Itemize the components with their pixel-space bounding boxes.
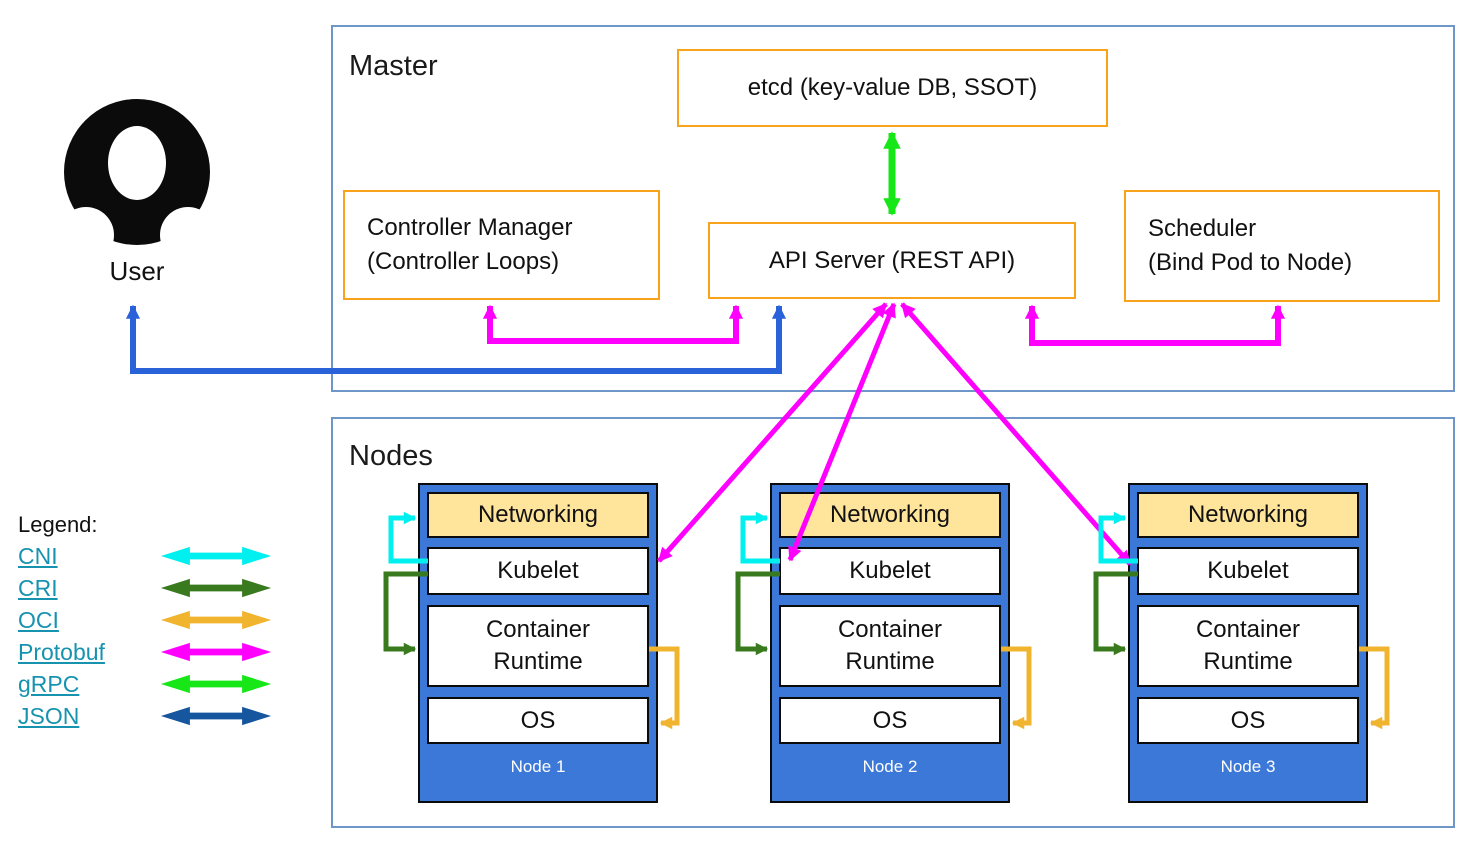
controller-manager-label-line2: (Controller Loops) bbox=[367, 248, 560, 275]
kubelet-layer: Kubelet bbox=[427, 547, 649, 595]
legend-arrow-cri bbox=[160, 578, 272, 598]
os-label: OS bbox=[1230, 706, 1266, 734]
os-layer: OS bbox=[779, 697, 1001, 744]
legend-arrow-protobuf bbox=[160, 642, 272, 662]
os-layer: OS bbox=[427, 697, 649, 744]
legend-link-protobuf[interactable]: Protobuf bbox=[18, 639, 105, 665]
node-name: Node 3 bbox=[1220, 757, 1276, 776]
nodes-title: Nodes bbox=[349, 440, 433, 472]
container-runtime-layer: Container Runtime bbox=[779, 605, 1001, 687]
kubelet-label: Kubelet bbox=[497, 557, 579, 584]
legend-item-grpc: gRPC bbox=[18, 671, 278, 701]
node-card-2: Networking Kubelet Container Runtime OS … bbox=[770, 483, 1010, 803]
networking-layer: Networking bbox=[1137, 492, 1359, 538]
scheduler-label-line2: (Bind Pod to Node) bbox=[1148, 249, 1353, 276]
user-label: User bbox=[109, 256, 165, 286]
controller-manager-label-line1: Controller Manager bbox=[367, 214, 573, 241]
os-label: OS bbox=[872, 706, 908, 734]
legend-item-protobuf: Protobuf bbox=[18, 639, 278, 669]
container-runtime-layer: Container Runtime bbox=[427, 605, 649, 687]
node-name: Node 1 bbox=[510, 757, 566, 776]
scheduler-box: Scheduler (Bind Pod to Node) bbox=[1124, 190, 1440, 302]
legend-item-cri: CRI bbox=[18, 575, 278, 605]
scheduler-label-line1: Scheduler bbox=[1148, 215, 1257, 242]
legend-arrow-cni bbox=[160, 546, 272, 566]
node-card-3: Networking Kubelet Container Runtime OS … bbox=[1128, 483, 1368, 803]
legend-title: Legend: bbox=[18, 512, 98, 537]
legend-link-cri[interactable]: CRI bbox=[18, 575, 58, 601]
networking-label: Networking bbox=[477, 501, 599, 528]
legend-link-grpc[interactable]: gRPC bbox=[18, 671, 80, 697]
etcd-label: etcd (key-value DB, SSOT) bbox=[747, 74, 1038, 101]
kubelet-layer: Kubelet bbox=[779, 547, 1001, 595]
api-server-box: API Server (REST API) bbox=[708, 222, 1076, 299]
networking-layer: Networking bbox=[779, 492, 1001, 538]
networking-layer: Networking bbox=[427, 492, 649, 538]
legend-arrow-json bbox=[160, 706, 272, 726]
kubelet-label: Kubelet bbox=[849, 557, 931, 584]
legend-arrow-grpc bbox=[160, 674, 272, 694]
container-runtime-layer: Container Runtime bbox=[1137, 605, 1359, 687]
kubelet-layer: Kubelet bbox=[1137, 547, 1359, 595]
container-runtime-label: Container Runtime bbox=[1195, 616, 1301, 675]
networking-label: Networking bbox=[1187, 501, 1309, 528]
legend-item-oci: OCI bbox=[18, 607, 278, 637]
os-label: OS bbox=[520, 706, 556, 734]
kubelet-label: Kubelet bbox=[1207, 557, 1289, 584]
etcd-box: etcd (key-value DB, SSOT) bbox=[677, 49, 1108, 127]
user-icon bbox=[62, 99, 212, 247]
legend-link-cni[interactable]: CNI bbox=[18, 543, 58, 569]
os-layer: OS bbox=[1137, 697, 1359, 744]
legend-link-json[interactable]: JSON bbox=[18, 703, 80, 729]
node-name: Node 2 bbox=[862, 757, 918, 776]
node-card-1: Networking Kubelet Container Runtime OS … bbox=[418, 483, 658, 803]
container-runtime-label: Container Runtime bbox=[485, 616, 591, 675]
legend-item-cni: CNI bbox=[18, 543, 278, 573]
controller-manager-box: Controller Manager (Controller Loops) bbox=[343, 190, 660, 300]
master-title: Master bbox=[349, 50, 438, 82]
legend-arrow-oci bbox=[160, 610, 272, 630]
legend-link-oci[interactable]: OCI bbox=[18, 607, 59, 633]
container-runtime-label: Container Runtime bbox=[837, 616, 943, 675]
networking-label: Networking bbox=[829, 501, 951, 528]
legend-item-json: JSON bbox=[18, 703, 278, 733]
api-server-label: API Server (REST API) bbox=[768, 246, 1016, 274]
